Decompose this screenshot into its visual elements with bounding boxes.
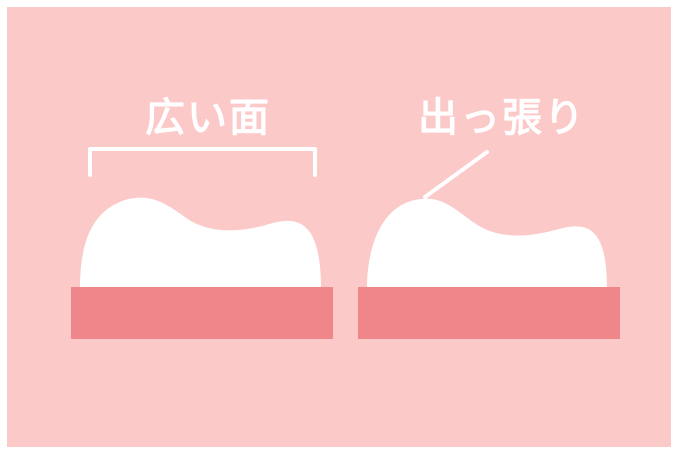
diagram-panel: 広い面 出っ張り [7,7,671,447]
right-base-block [358,287,620,339]
wide-surface-bracket [88,147,317,177]
wide-surface-label: 広い面 [145,95,271,141]
left-pillow-shape [80,197,321,289]
right-pillow-shape [367,198,607,289]
left-base-block [71,287,333,339]
protrusion-label: 出っ張り [418,95,586,141]
pillow-comparison-diagram [71,147,620,339]
protrusion-pointer-line [423,150,489,199]
